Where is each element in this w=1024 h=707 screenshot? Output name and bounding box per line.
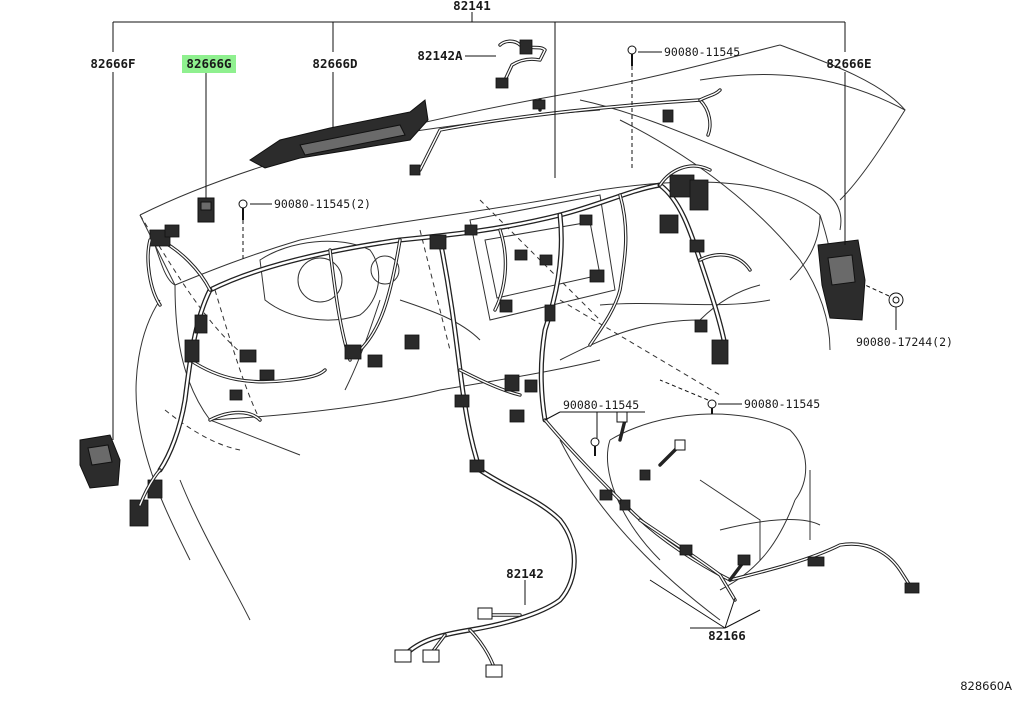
connector xyxy=(469,459,485,473)
connector xyxy=(689,179,709,211)
console-harness-82166 xyxy=(543,411,920,602)
part-82666f xyxy=(79,434,121,489)
label-82666g: 82666G xyxy=(186,56,231,71)
bolt-icon xyxy=(590,437,600,456)
connector xyxy=(616,411,628,423)
label-82666d: 82666D xyxy=(312,56,357,71)
leader-lines xyxy=(112,12,897,629)
label-82666f: 82666F xyxy=(90,56,135,71)
connector xyxy=(477,607,493,620)
connector xyxy=(639,469,651,481)
label-82142: 82142 xyxy=(506,566,544,581)
connector xyxy=(619,499,631,511)
connector xyxy=(229,389,243,401)
connector xyxy=(579,214,593,226)
part-82666d xyxy=(249,99,429,169)
floor-harness-82142 xyxy=(394,467,577,678)
connector xyxy=(454,394,470,408)
connector xyxy=(409,164,421,176)
connector xyxy=(532,99,546,110)
label-bolt-right: 90080-11545 xyxy=(744,397,820,411)
connector xyxy=(544,304,556,322)
label-82141: 82141 xyxy=(453,0,491,13)
connector xyxy=(659,214,679,234)
label-82166: 82166 xyxy=(708,628,746,643)
connector xyxy=(184,339,200,363)
main-harness-82141 xyxy=(157,164,752,473)
part-82142a xyxy=(495,39,547,89)
connector xyxy=(737,554,751,566)
connector xyxy=(694,319,708,333)
clip-icon xyxy=(888,292,904,308)
connector xyxy=(539,254,553,266)
connector xyxy=(589,269,605,283)
connector xyxy=(499,299,513,313)
harness-connectors xyxy=(129,174,729,527)
connector xyxy=(464,224,478,236)
connector xyxy=(514,249,528,261)
connector xyxy=(495,77,509,89)
connector xyxy=(807,556,825,567)
label-82142a: 82142A xyxy=(417,48,463,63)
bolt-icon xyxy=(707,399,717,414)
connector xyxy=(422,649,440,663)
connector xyxy=(504,374,520,392)
connector xyxy=(904,582,920,594)
connector xyxy=(344,344,362,360)
connector xyxy=(429,234,447,250)
dashboard-outline xyxy=(135,44,906,621)
label-bolt-mid: 90080-11545 xyxy=(563,398,639,412)
connector xyxy=(129,499,149,527)
connector xyxy=(662,109,674,123)
connector xyxy=(509,409,525,423)
connector xyxy=(259,369,275,381)
label-clip-right: 90080-17244(2) xyxy=(856,335,953,349)
label-bolt-left: 90080-11545(2) xyxy=(274,197,371,211)
fasteners xyxy=(238,45,904,456)
connector xyxy=(711,339,729,365)
connector xyxy=(367,354,383,368)
connector xyxy=(674,439,686,451)
connector xyxy=(164,224,180,238)
connector xyxy=(679,544,693,556)
part-82666e xyxy=(817,239,866,321)
connector xyxy=(485,664,503,678)
connector xyxy=(194,314,208,334)
label-82666e: 82666E xyxy=(826,56,871,71)
connector xyxy=(519,39,533,55)
connector xyxy=(404,334,420,350)
upper-harness xyxy=(409,88,722,176)
connector xyxy=(524,379,538,393)
bolt-icon xyxy=(238,199,248,220)
connector xyxy=(689,239,705,253)
label-highlight xyxy=(182,55,236,73)
connector xyxy=(394,649,412,663)
connector xyxy=(239,349,257,363)
label-bolt-top: 90080-11545 xyxy=(664,45,740,59)
part-82666g xyxy=(197,197,215,223)
figure-id: 828660A xyxy=(960,679,1012,693)
connector xyxy=(599,489,613,501)
part-labels: 82141 82666F 82666G 82666D 82142A 82666E… xyxy=(90,0,1012,693)
bolt-icon xyxy=(627,45,637,66)
